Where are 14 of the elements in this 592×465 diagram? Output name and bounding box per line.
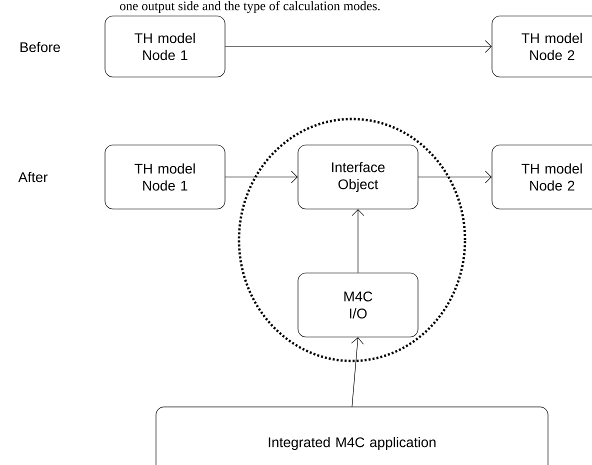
label: Before <box>20 42 60 52</box>
process-box: Integrated M4C application <box>156 406 548 465</box>
process-box: TH model Node 1 <box>104 16 226 78</box>
arrow <box>418 170 492 184</box>
arrow <box>225 170 298 184</box>
arrow <box>351 337 364 407</box>
arrow <box>352 209 364 273</box>
process-box: Interface Object <box>298 144 418 210</box>
process-box: TH model Node 2 <box>492 144 592 210</box>
process-box: TH model Node 2 <box>492 16 592 78</box>
process-box: M4C I/O <box>298 272 418 338</box>
process-box: TH model Node 1 <box>104 144 226 210</box>
arrow <box>225 40 492 53</box>
label: After <box>18 172 48 182</box>
